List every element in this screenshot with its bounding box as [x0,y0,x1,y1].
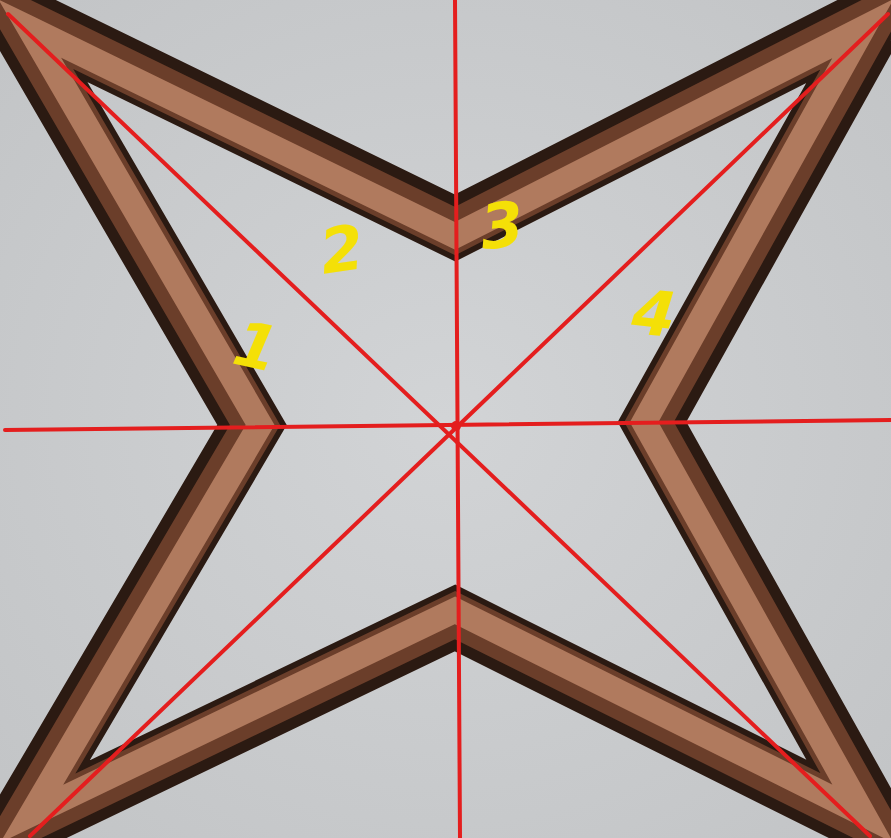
callout-number: 3 [477,193,526,259]
horizontal-axis [5,420,891,430]
callout-number: 4 [629,281,678,347]
center-point [451,421,461,431]
diagonal-axis [8,14,870,836]
callout-number: 2 [316,216,367,283]
symmetry-lines [5,0,891,838]
diagonal-axis [30,14,888,836]
vertical-axis [455,0,460,838]
